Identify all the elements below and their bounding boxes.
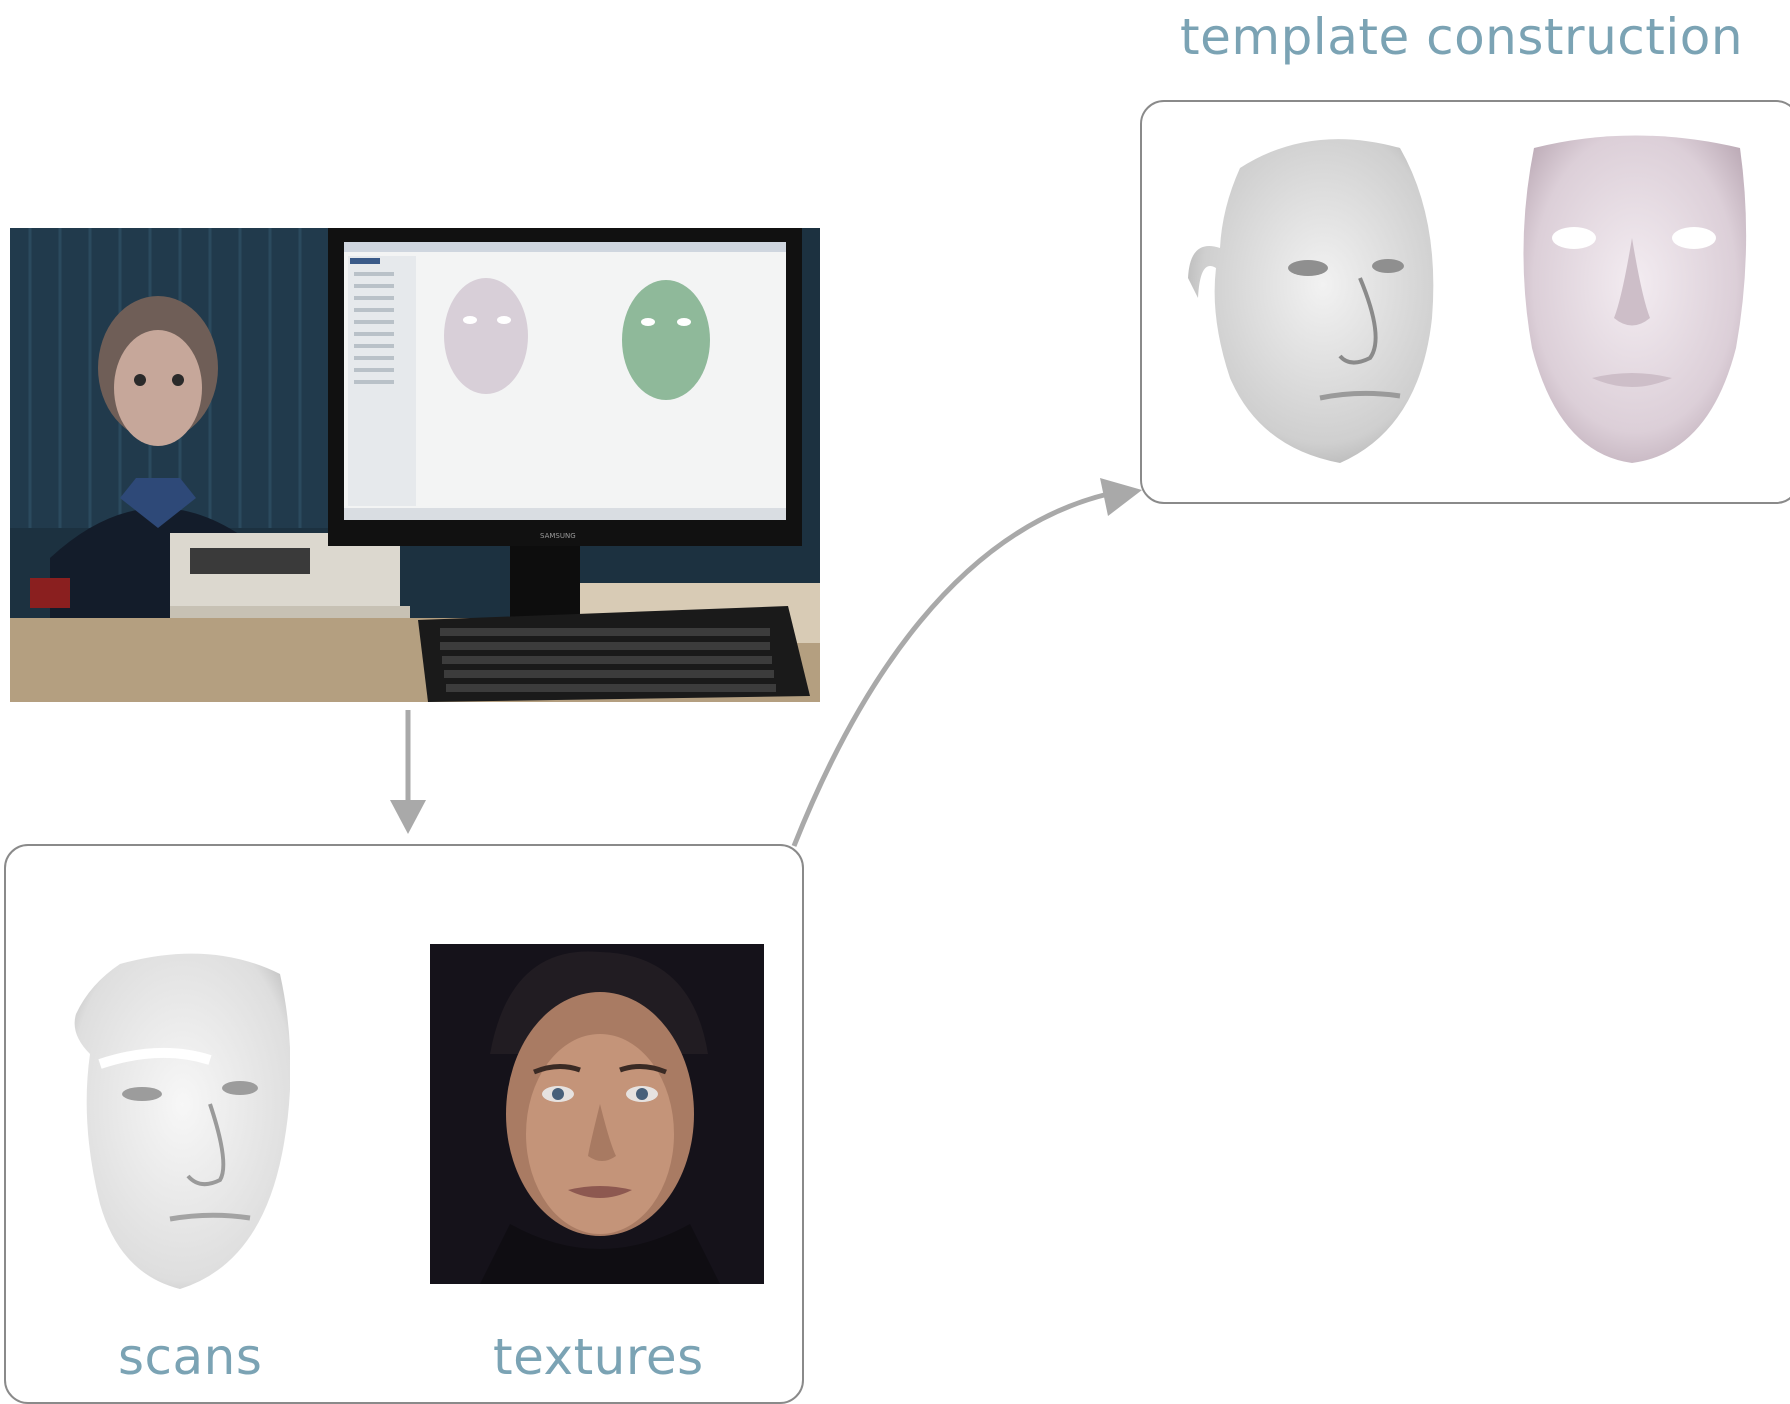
scan-mesh-image: [74, 953, 290, 1289]
monitor-brand: SAMSUNG: [540, 532, 576, 540]
template-scan-mesh: [1188, 139, 1434, 464]
texture-photo: [430, 944, 764, 1284]
capture-setup-photo: SAMSUNG: [10, 228, 820, 702]
textures-label: textures: [493, 1328, 704, 1386]
template-face-mesh: [1523, 135, 1747, 463]
template-construction-label: template construction: [1180, 8, 1744, 66]
arrow-curved-icon: [791, 478, 1142, 847]
scans-label: scans: [118, 1328, 263, 1386]
arrow-down-icon: [390, 710, 426, 834]
